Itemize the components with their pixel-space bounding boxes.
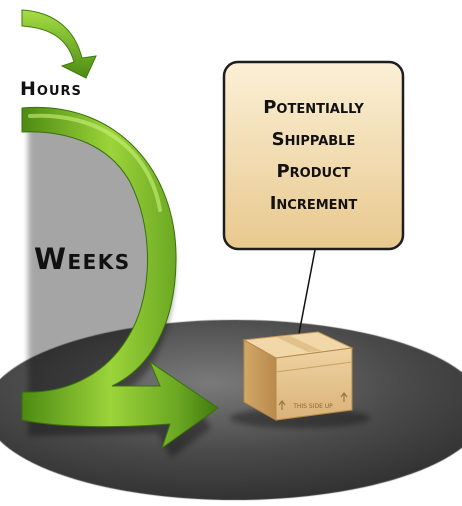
- weeks-label: Weeks: [34, 242, 131, 276]
- up-arrow-icon: [278, 392, 348, 410]
- hours-arrow-icon: [21, 9, 97, 79]
- increment-callout: Potentially Shippable Product Increment: [222, 60, 405, 251]
- callout-line-3: Product: [276, 161, 350, 182]
- callout-line-4: Increment: [270, 193, 358, 214]
- callout-line-2: Shippable: [272, 129, 356, 150]
- callout-connector: [296, 249, 316, 345]
- box-label: THIS SIDE UP: [292, 403, 333, 410]
- shipping-box-icon: THIS SIDE UP: [230, 331, 370, 428]
- hours-label: Hours: [20, 78, 82, 100]
- weeks-loop-arrow-icon: [21, 106, 219, 458]
- callout-line-1: Potentially: [263, 97, 364, 118]
